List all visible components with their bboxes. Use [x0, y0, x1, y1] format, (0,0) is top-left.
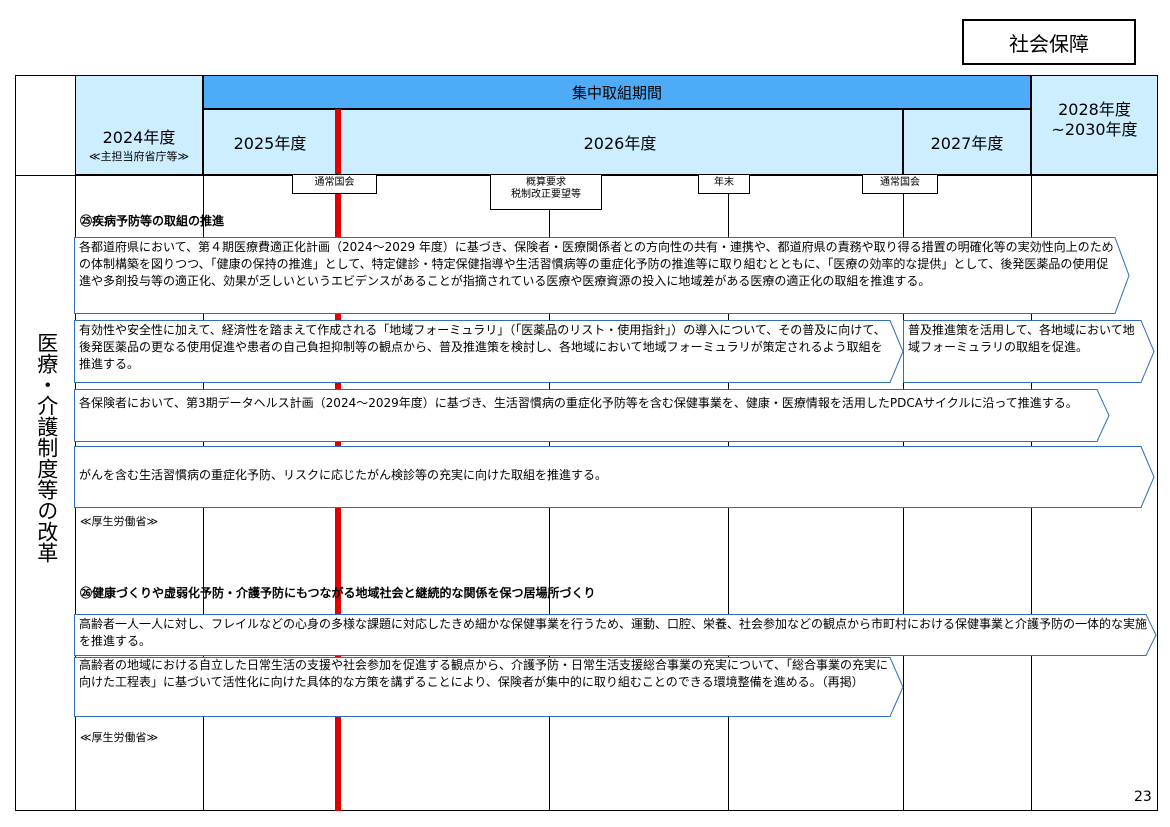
section25-title: ㉕疾病予防等の取組の推進 — [80, 214, 225, 228]
page-number: 23 — [1134, 789, 1152, 805]
side-label: 医療・介護制度等の改革 — [34, 332, 59, 563]
section26-title: ㉖健康づくりや虚弱化予防・介護予防にもつながる地域社会と継続的な関係を保つ居場所… — [80, 586, 596, 600]
section25-item4-text: がんを含む生活習慣病の重症化予防、リスクに応じたがん検診等の充実に向けた取組を推… — [79, 468, 608, 482]
arrow-shape — [74, 614, 1157, 656]
section25-item3-arrow: 各保険者において、第3期データヘルス計画（2024～2029年度）に基づき、生活… — [74, 389, 1110, 442]
header-2024: 2024年度 ≪主担当府省庁等≫ — [75, 75, 203, 175]
header-2028-line2: ~2030年度 — [1051, 120, 1138, 139]
section25-item2b-arrow: 普及推進策を活用して、各地域において地域フォーミュラリの取組を促進。 — [903, 320, 1155, 383]
header-2024-sub: ≪主担当府省庁等≫ — [88, 150, 190, 163]
category-tag: 社会保障 — [962, 19, 1136, 65]
milestone-ordinary-diet-2: 通常国会 — [862, 174, 938, 194]
section25-item3-text: 各保険者において、第3期データヘルス計画（2024～2029年度）に基づき、生活… — [79, 396, 1078, 410]
milestone-ordinary-diet-1: 通常国会 — [292, 174, 377, 194]
section26-item1-text: 高齢者一人一人に対し、フレイルなどの心身の多様な課題に対応したきめ細かな保健事業… — [79, 617, 1148, 648]
section26-item2-text: 高齢者の地域における自立した日常生活の支援や社会参加を促進する観点から、介護予防… — [79, 658, 889, 689]
header-2026: 2026年度 — [337, 109, 903, 175]
header-2025: 2025年度 — [203, 109, 337, 175]
header-2028-line1: 2028年度 — [1058, 100, 1131, 119]
intensive-period-bar: 集中取組期間 — [203, 75, 1031, 109]
section25-item4-arrow: がんを含む生活習慣病の重症化予防、リスクに応じたがん検診等の充実に向けた取組を推… — [74, 446, 1155, 508]
milestone-budget-request: 概算要求 税制改正要望等 — [490, 174, 602, 210]
arrow-shape — [74, 320, 904, 383]
arrow-shape — [74, 446, 1155, 508]
section26-item1-arrow: 高齢者一人一人に対し、フレイルなどの心身の多様な課題に対応したきめ細かな保健事業… — [74, 614, 1157, 656]
section26-item2-arrow: 高齢者の地域における自立した日常生活の支援や社会参加を促進する観点から、介護予防… — [74, 657, 904, 717]
arrow-shape — [74, 237, 1130, 314]
arrow-shape — [903, 320, 1155, 383]
section25-ministry: ≪厚生労働省≫ — [80, 515, 159, 528]
header-2024-label: 2024年度 — [102, 128, 176, 147]
arrow-shape — [74, 389, 1110, 442]
section25-item2b-text: 普及推進策を活用して、各地域において地域フォーミュラリの取組を促進。 — [908, 323, 1135, 354]
arrow-shape — [74, 657, 904, 717]
section25-item2-arrow: 有効性や安全性に加えて、経済性を踏まえて作成される「地域フォーミュラリ」（「医薬… — [74, 320, 904, 383]
header-2027: 2027年度 — [903, 109, 1031, 175]
header-2028-2030: 2028年度 ~2030年度 — [1031, 75, 1158, 175]
section26-ministry: ≪厚生労働省≫ — [80, 731, 159, 744]
section25-item1-text: 各都道府県において、第４期医療費適正化計画（2024～2029 年度）に基づき、… — [79, 240, 1114, 288]
section25-item1-arrow: 各都道府県において、第４期医療費適正化計画（2024～2029 年度）に基づき、… — [74, 237, 1130, 314]
section25-item2-text: 有効性や安全性に加えて、経済性を踏まえて作成される「地域フォーミュラリ」（「医薬… — [79, 323, 886, 371]
milestone-year-end: 年末 — [698, 174, 750, 194]
side-divider — [75, 75, 76, 811]
